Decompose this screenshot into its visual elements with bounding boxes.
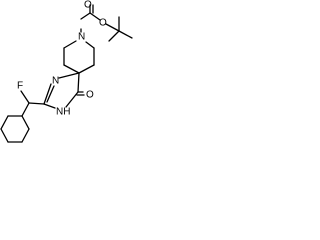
bond [43,83,52,105]
bond [89,12,101,21]
bond [0,128,9,143]
bond [108,30,120,42]
fluorophenyl-ring [0,90,45,143]
bond [85,41,95,49]
bond [80,12,91,20]
bond [63,40,77,49]
bond [0,115,9,130]
bond [46,85,55,103]
piperidine-ring [63,40,95,74]
bond [65,91,79,108]
atom-carbamate-o-single: O [99,18,107,29]
bond [21,102,30,117]
bond [78,64,95,74]
bond [58,72,80,79]
atom-piperidine-n: N [78,32,85,43]
atom-imine-n: N [52,76,59,87]
tert-butyl-group [105,16,133,42]
atom-lactam-o: O [86,90,94,101]
atom-fluorine: F [17,81,23,92]
atom-carbamate-o-double: O [84,0,92,11]
bond [43,103,56,109]
bond [21,128,30,143]
bond [21,115,30,130]
imidazolone-ring [43,72,85,109]
molecule-structure-diagram: O O N N O NH F [0,0,133,143]
bond [118,30,133,39]
bond [77,72,80,93]
bond [20,90,30,104]
carbamate-group [80,4,101,33]
bond [63,64,80,74]
bond [28,102,45,105]
atom-amide-nh: NH [56,107,70,118]
bond [105,23,120,32]
